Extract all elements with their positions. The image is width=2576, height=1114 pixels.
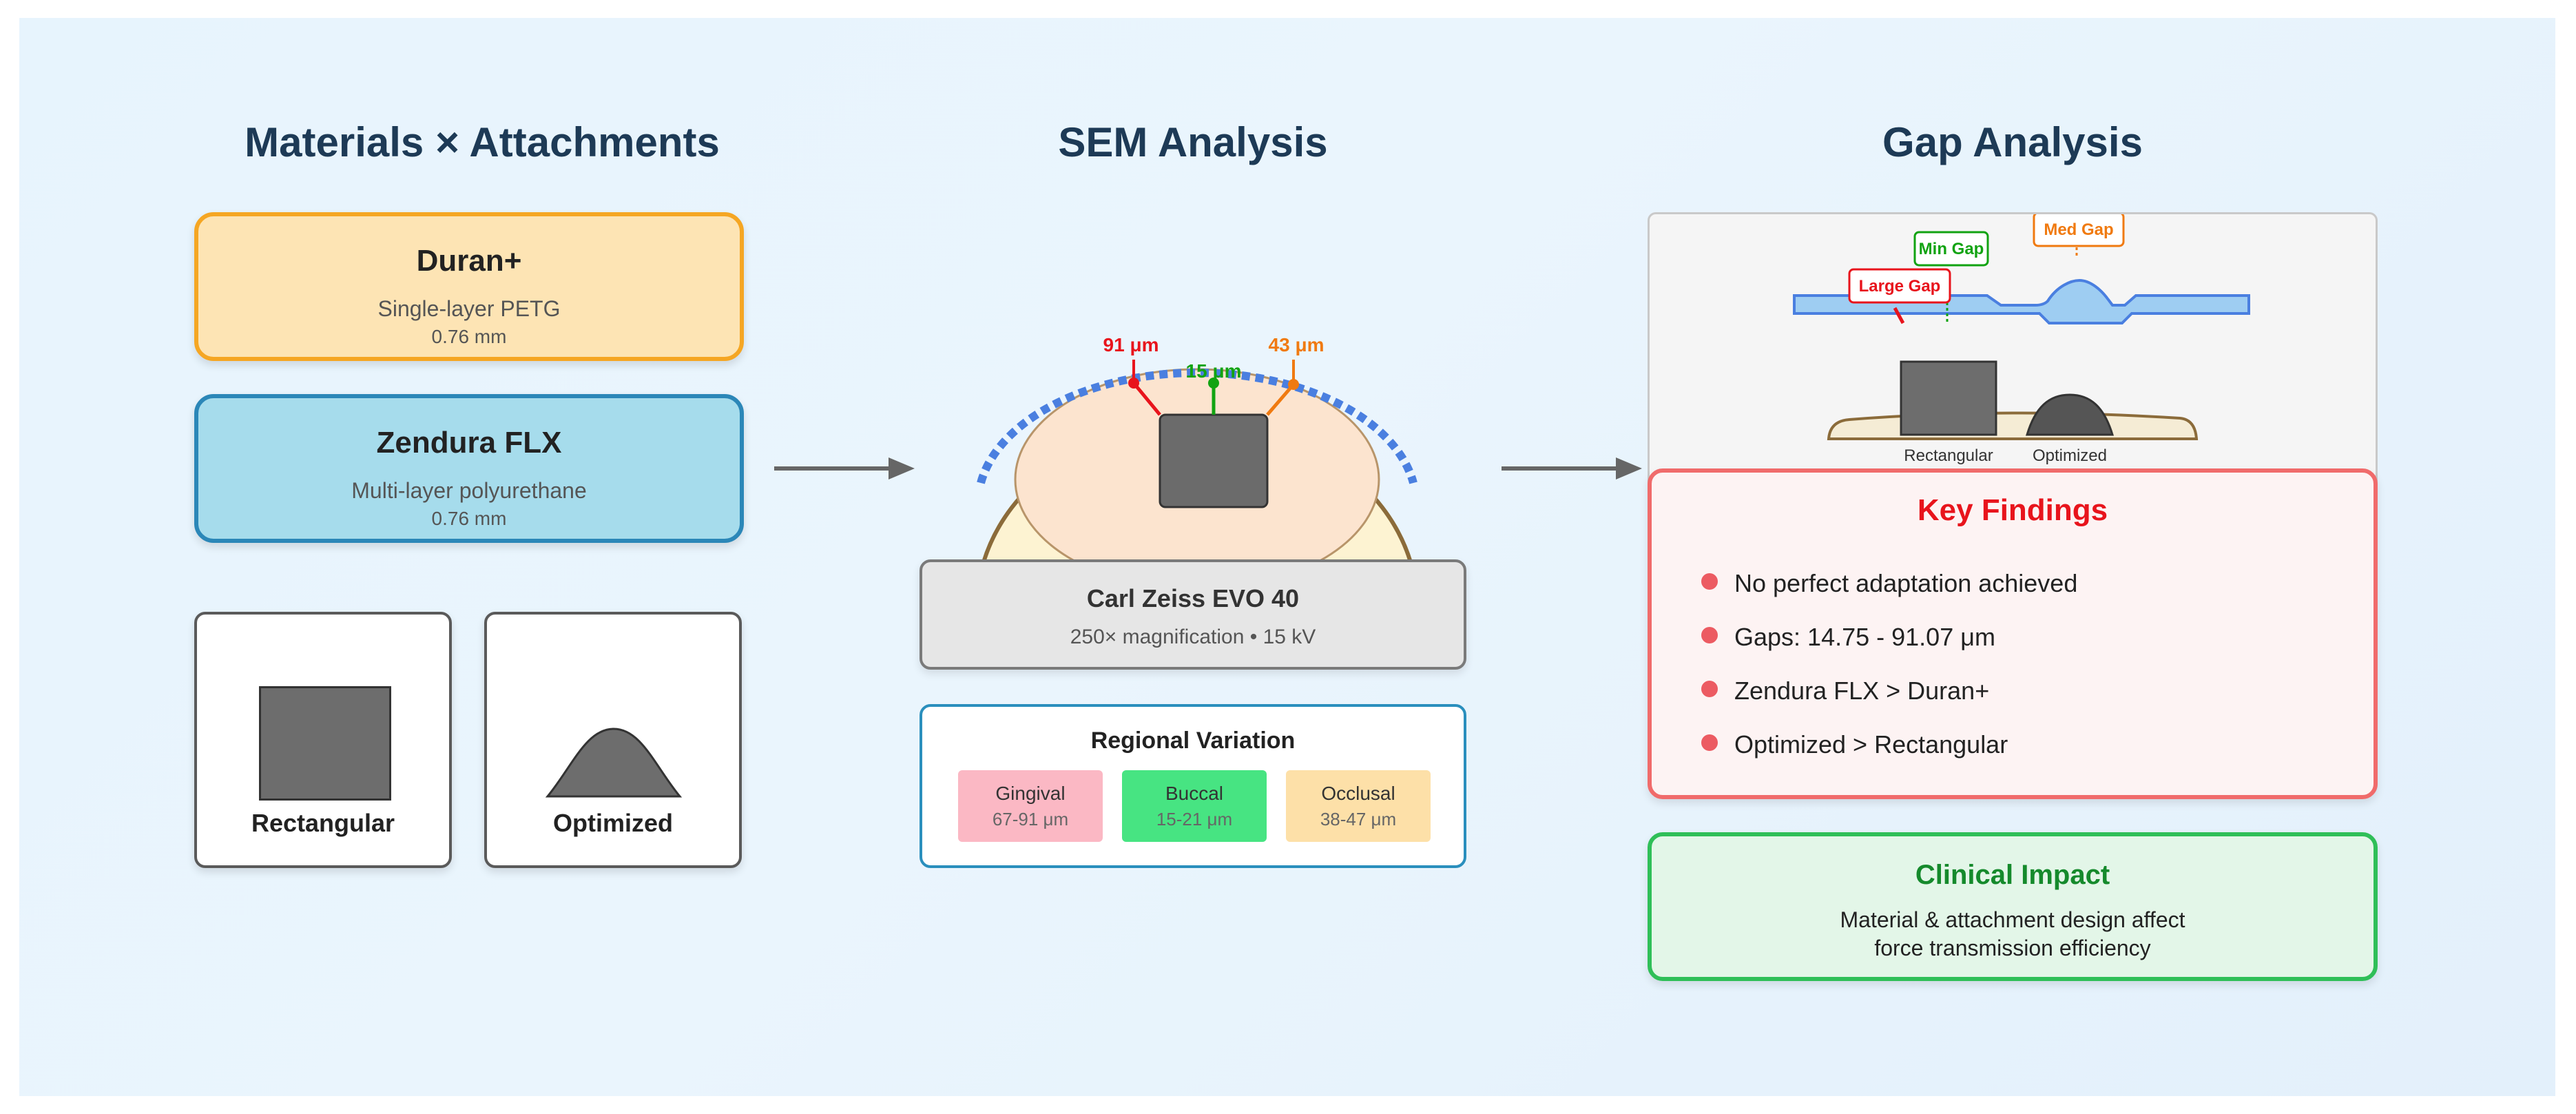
figure-canvas: Materials × Attachments Duran+ Single-la… <box>19 18 2555 1096</box>
duran-thickness: 0.76 mm <box>431 326 507 347</box>
sem-cross-section-diagram: 91 μm 15 μm 43 μm <box>977 334 1417 583</box>
gap-rect-label: Rectangular <box>1904 446 1993 465</box>
finding-item: Gaps: 14.75 - 91.07 μm <box>1701 623 1995 652</box>
region-chip-occlusal: Occlusal 38-47 μm <box>1286 770 1431 842</box>
microscope-box: Carl Zeiss EVO 40 250× magnification • 1… <box>920 559 1466 670</box>
regional-variation-box: Regional Variation Gingival 67-91 μm Buc… <box>920 704 1466 868</box>
med-gap-label: Med Gap <box>2044 220 2113 239</box>
key-findings-box: Key Findings No perfect adaptation achie… <box>1648 468 2378 799</box>
rectangular-label: Rectangular <box>251 809 395 837</box>
min-gap-tag <box>1913 231 1989 267</box>
region-range: 38-47 μm <box>1320 809 1397 829</box>
region-name: Buccal <box>1165 783 1224 804</box>
clinical-line-2: force transmission efficiency <box>1874 936 2151 960</box>
finding-text: Zendura FLX > Duran+ <box>1734 677 1990 705</box>
large-gap-label: Large Gap <box>1859 277 1941 296</box>
sem-title: SEM Analysis <box>1058 119 1328 165</box>
findings-title: Key Findings <box>1917 493 2108 527</box>
optimized-attachment-card: Optimized <box>484 612 742 868</box>
zendura-thickness: 0.76 mm <box>431 508 507 529</box>
finding-text: Optimized > Rectangular <box>1734 730 2008 759</box>
duran-name: Duran+ <box>416 244 522 278</box>
region-chip-buccal: Buccal 15-21 μm <box>1122 770 1267 842</box>
bullet-icon <box>1701 734 1718 751</box>
clinical-impact-box: Clinical Impact Material & attachment de… <box>1648 832 2378 981</box>
arrow-right-icon <box>1502 457 1642 479</box>
bullet-icon <box>1701 627 1718 643</box>
bullet-icon <box>1701 573 1718 590</box>
microscope-settings: 250× magnification • 15 kV <box>1070 626 1316 648</box>
microscope-name: Carl Zeiss EVO 40 <box>1086 584 1300 612</box>
rectangular-shape <box>259 686 391 801</box>
region-name: Occlusal <box>1321 783 1395 804</box>
large-gap-tag <box>1848 268 1951 304</box>
gap-opt-label: Optimized <box>2033 446 2107 465</box>
bullet-icon <box>1701 681 1718 697</box>
sem-label-right: 43 μm <box>1269 334 1325 355</box>
finding-item: Zendura FLX > Duran+ <box>1701 677 1990 705</box>
finding-text: No perfect adaptation achieved <box>1734 569 2078 597</box>
clinical-title: Clinical Impact <box>1915 860 2110 890</box>
sem-label-center: 15 μm <box>1186 360 1242 382</box>
rectangular-attachment-card: Rectangular <box>194 612 452 868</box>
zendura-box: Zendura FLX Multi-layer polyurethane 0.7… <box>194 394 744 543</box>
med-gap-tag <box>2033 214 2125 247</box>
regional-title: Regional Variation <box>1090 728 1296 754</box>
materials-title: Materials × Attachments <box>245 119 720 165</box>
zendura-layer: Multi-layer polyurethane <box>351 478 587 503</box>
region-chip-gingival: Gingival 67-91 μm <box>958 770 1103 842</box>
region-range: 67-91 μm <box>992 809 1069 829</box>
region-range: 15-21 μm <box>1156 809 1233 829</box>
zendura-name: Zendura FLX <box>376 426 562 460</box>
duran-layer: Single-layer PETG <box>377 296 561 321</box>
gap-diagram: Rectangular Optimized Min Gap Med Gap La… <box>1793 214 2250 465</box>
clinical-line-1: Material & attachment design affect <box>1840 907 2185 932</box>
min-gap-label: Min Gap <box>1919 240 1984 258</box>
duran-box: Duran+ Single-layer PETG 0.76 mm <box>194 212 744 361</box>
optimized-shape <box>545 728 683 798</box>
finding-item: No perfect adaptation achieved <box>1701 569 2078 598</box>
finding-text: Gaps: 14.75 - 91.07 μm <box>1734 623 1995 651</box>
gap-diagram-panel: Rectangular Optimized Min Gap Med Gap La… <box>1648 212 2378 502</box>
optimized-label: Optimized <box>552 809 673 837</box>
sem-label-left: 91 μm <box>1103 334 1159 355</box>
gap-title: Gap Analysis <box>1882 119 2143 165</box>
arrow-right-icon <box>774 457 915 479</box>
region-name: Gingival <box>995 783 1066 804</box>
finding-item: Optimized > Rectangular <box>1701 730 2008 759</box>
